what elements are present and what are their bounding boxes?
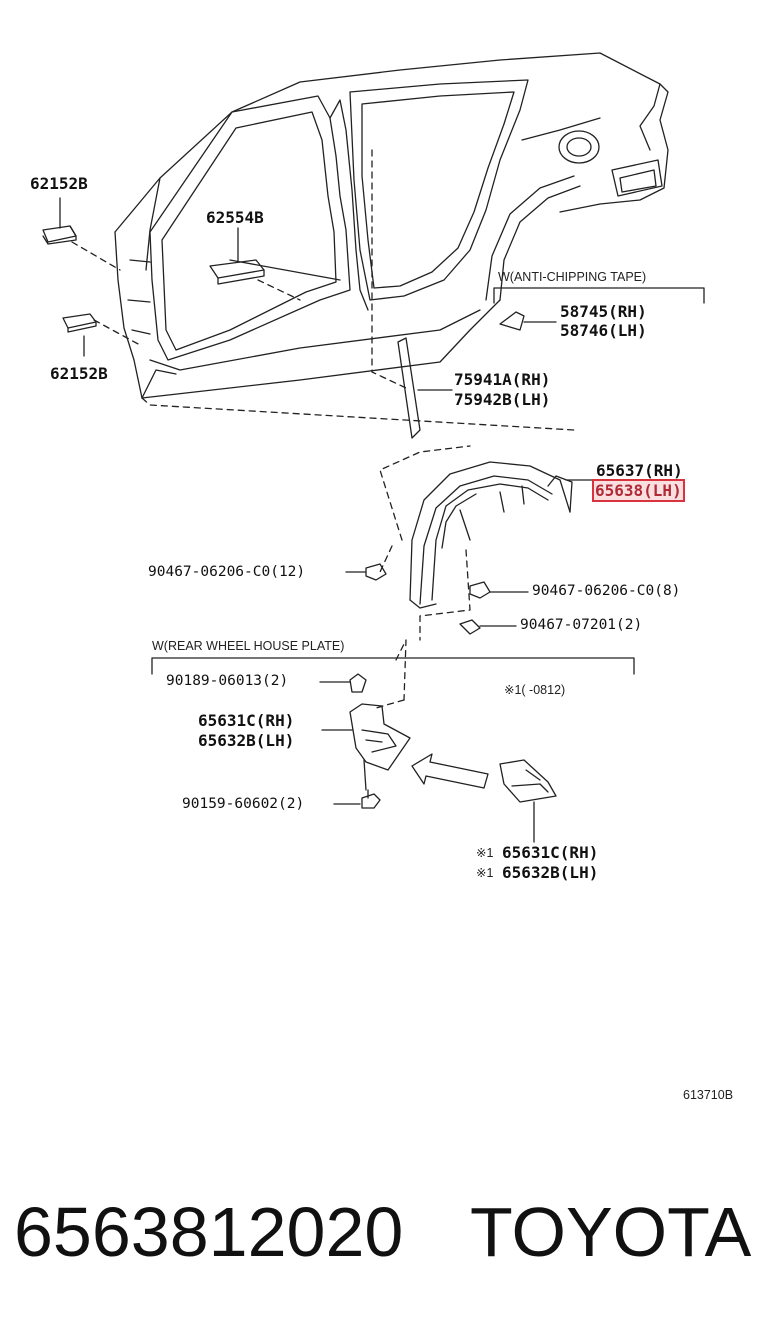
note-range: ※1( -0812) — [504, 683, 566, 697]
body-side-panel — [114, 52, 669, 399]
label-nut-06013: 90189-06013(2) — [166, 673, 289, 689]
pad-62152b-bottom — [62, 313, 97, 333]
direction-arrow — [411, 753, 489, 789]
footer-part-number: 6563812020 — [14, 1193, 404, 1271]
alt-wheel-house-plate — [499, 759, 557, 843]
leader-lines-upper — [71, 149, 575, 431]
label-62152b-bottom: 62152B — [50, 364, 108, 383]
wheel-house-plate-bracket — [151, 657, 635, 675]
note-mark-65631c: ※1 — [476, 846, 494, 860]
label-bolt-60602: 90159-60602(2) — [182, 796, 305, 812]
label-62152b-top: 62152B — [30, 174, 88, 193]
label-65631c: 65631C(RH) — [198, 711, 295, 730]
anti-chip-bracket — [493, 287, 705, 331]
clip-icon-07201 — [459, 619, 517, 635]
label-clip-8: 90467-06206-C0(8) — [532, 583, 681, 599]
label-58745: 58745(RH) — [560, 302, 647, 321]
label-65632b: 65632B(LH) — [198, 731, 295, 750]
fender-liner — [409, 461, 597, 609]
anti-chip-header: W(ANTI-CHIPPING TAPE) — [498, 270, 647, 284]
figure-code: 613710B — [683, 1088, 734, 1102]
label-62554b: 62554B — [206, 208, 264, 227]
label-alt-65632b: 65632B(LH) — [502, 863, 599, 882]
clip-icon-12 — [345, 563, 387, 581]
label-clip-12: 90467-06206-C0(12) — [148, 564, 306, 580]
pad-62152b-top — [42, 225, 77, 245]
leader-lines-liner — [375, 445, 471, 709]
label-65638-highlighted[interactable]: 65638(LH) — [592, 479, 685, 502]
label-75942b: 75942B(LH) — [454, 390, 551, 409]
label-alt-65631c: 65631C(RH) — [502, 843, 599, 862]
leader-lines-labels — [59, 197, 239, 357]
plate-header: W(REAR WHEEL HOUSE PLATE) — [152, 639, 345, 653]
bolt-icon-60602 — [333, 789, 381, 809]
label-58746: 58746(LH) — [560, 321, 647, 340]
nut-icon-06013 — [319, 673, 367, 693]
footer-brand: TOYOTA — [470, 1193, 752, 1271]
note-mark-65632b: ※1 — [476, 866, 494, 880]
label-65637: 65637(RH) — [596, 461, 683, 480]
clip-icon-8 — [469, 581, 529, 599]
pillar-garnish — [397, 337, 453, 439]
pad-62554b — [209, 259, 265, 285]
wheel-house-plate — [321, 703, 411, 791]
label-clip-07201: 90467-07201(2) — [520, 617, 643, 633]
label-75941a: 75941A(RH) — [454, 370, 551, 389]
